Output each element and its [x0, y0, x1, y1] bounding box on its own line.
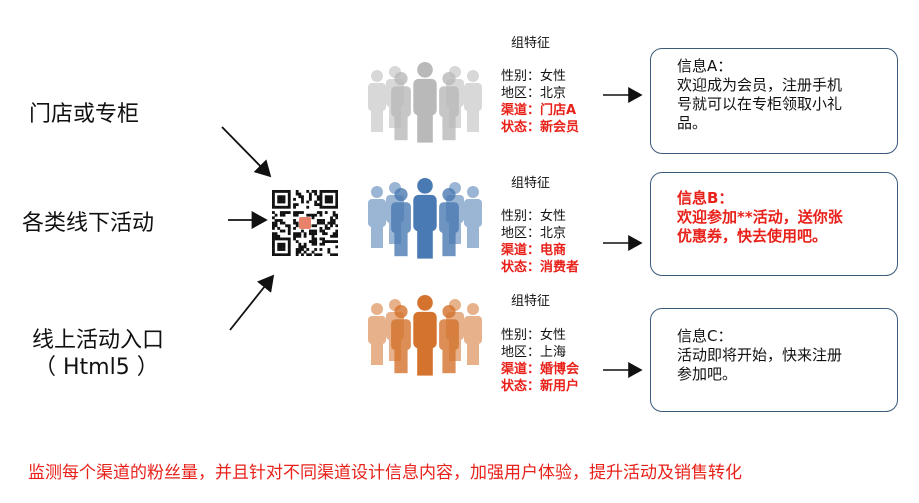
arrow-online-to-qr [229, 274, 275, 331]
message-b-line2: 优惠券，快去使用吧。 [677, 227, 828, 245]
footer-summary: 监测每个渠道的粉丝量，并且针对不同渠道设计信息内容，加强用户体验，提升活动及销售… [28, 463, 742, 483]
group-a-status: 状态：新会员 [501, 120, 580, 135]
group-c-region: 地区：上海 [501, 345, 567, 360]
message-c-line1: 活动即将开始，快来注册 [677, 346, 843, 364]
message-a-line3: 品。 [677, 114, 708, 132]
message-c-box: 信息C： 活动即将开始，快来注册 参加吧。 [650, 308, 898, 412]
group-b-region: 地区：北京 [501, 226, 567, 241]
source-offline-events: 各类线下活动 [22, 211, 155, 236]
message-b-box: 信息B： 欢迎参加**活动，送你张 优惠券，快去使用吧。 [650, 172, 898, 276]
people-group-a-icon [365, 60, 485, 145]
group-b-channel: 渠道：电商 [501, 243, 567, 258]
group-b-title: 组特征 [511, 176, 551, 191]
group-a-region: 地区：北京 [501, 86, 567, 101]
group-a-channel: 渠道：门店A [501, 103, 577, 118]
people-group-b-icon [365, 176, 485, 261]
group-b-status: 状态：消费者 [501, 260, 580, 275]
message-a-box: 信息A： 欢迎成为会员，注册手机 号就可以在专柜领取小礼 品。 [650, 48, 898, 154]
group-a-features: 性别：女性 地区：北京 渠道：门店A 状态：新会员 [501, 68, 579, 136]
message-a-line1: 欢迎成为会员，注册手机 [677, 76, 843, 94]
people-group-c-icon [365, 293, 485, 378]
group-b-features: 性别：女性 地区：北京 渠道：电商 状态：消费者 [501, 208, 579, 276]
group-b-gender: 性别：女性 [501, 209, 567, 224]
message-c-line2: 参加吧。 [677, 365, 738, 383]
group-c-gender: 性别：女性 [501, 328, 567, 343]
message-b-title: 信息B： [677, 189, 734, 207]
arrow-store-to-qr [221, 126, 272, 178]
group-c-status: 状态：新用户 [501, 379, 580, 394]
group-a-title: 组特征 [511, 36, 551, 51]
group-a-gender: 性别：女性 [501, 69, 567, 84]
group-c-title: 组特征 [511, 294, 551, 309]
message-b-line1: 欢迎参加**活动，送你张 [677, 208, 843, 226]
group-c-channel: 渠道：婚博会 [501, 362, 580, 377]
message-c-title: 信息C： [677, 327, 733, 345]
message-a-title: 信息A： [677, 57, 733, 75]
group-c-features: 性别：女性 地区：上海 渠道：婚博会 状态：新用户 [501, 327, 579, 395]
message-a-line2: 号就可以在专柜领取小礼 [677, 95, 843, 113]
qr-code-image [272, 190, 339, 257]
source-store: 门店或专柜 [29, 102, 140, 127]
source-html5: （ Html5 ） [34, 355, 159, 380]
source-online-entry: 线上活动入口 [32, 328, 165, 353]
